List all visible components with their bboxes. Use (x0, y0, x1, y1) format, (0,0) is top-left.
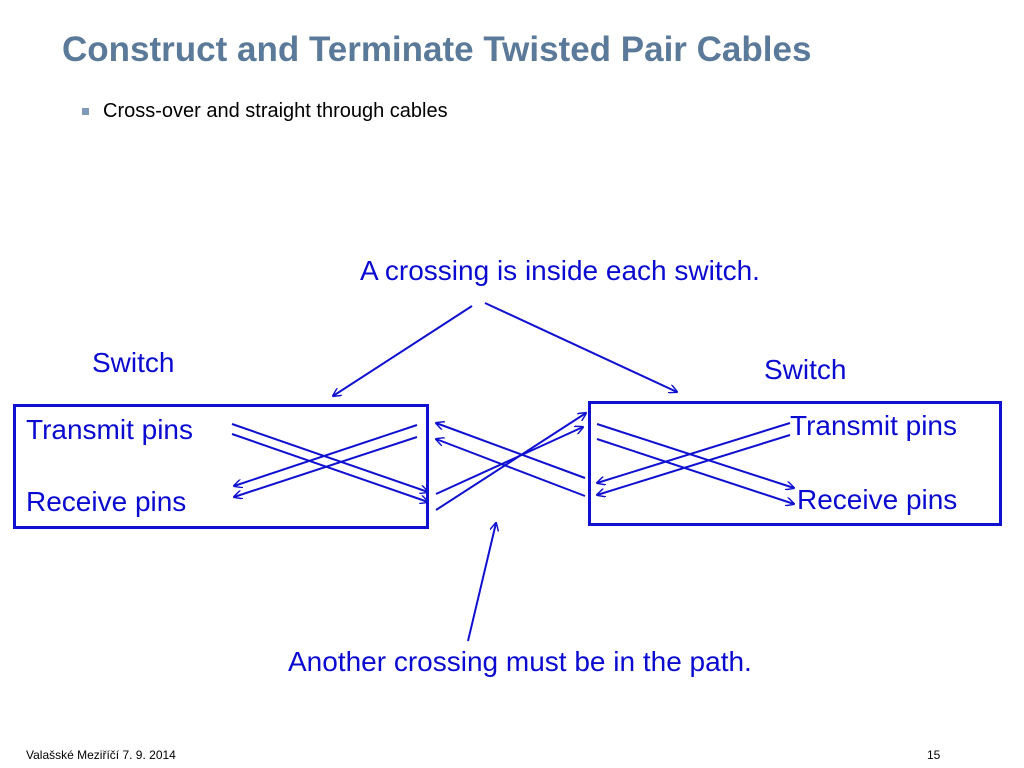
right-transmit-pins: Transmit pins (790, 410, 958, 441)
right-switch-box (588, 401, 1002, 526)
left-receive-pins: Receive pins (26, 486, 187, 517)
left-tx-line-1 (231, 423, 428, 492)
page-number: 15 (927, 748, 941, 762)
path-line-2 (435, 413, 586, 511)
left-tx-line-2 (231, 433, 428, 502)
arrow-to-path (467, 523, 496, 642)
bullet-item: Cross-over and straight through cables (82, 100, 448, 123)
bullet-text: Cross-over and straight through cables (103, 100, 448, 122)
right-switch-label: Switch (764, 354, 847, 385)
right-rx-line-1 (597, 422, 791, 483)
bottom-note: Another crossing must be in the path. (288, 646, 752, 677)
right-tx-line-1 (596, 423, 794, 488)
footer-location-date: Valašské Meziříčí 7. 9. 2014 (26, 748, 176, 762)
bullet-square-icon (82, 108, 89, 115)
right-tx-line-2 (596, 438, 794, 504)
top-note: A crossing is inside each switch. (360, 255, 760, 286)
path-line-3 (436, 423, 586, 479)
left-switch-label: Switch (92, 347, 175, 378)
right-receive-pins: Receive pins (797, 484, 958, 515)
left-rx-line-1 (234, 424, 418, 486)
left-switch-box (13, 404, 429, 529)
path-line-4 (436, 439, 586, 497)
left-rx-line-2 (234, 436, 418, 497)
arrow-to-right-switch (484, 302, 677, 392)
slide-title: Construct and Terminate Twisted Pair Cab… (62, 30, 812, 69)
arrow-to-left-switch (333, 305, 473, 396)
left-transmit-pins: Transmit pins (26, 414, 194, 445)
path-line-1 (435, 427, 583, 495)
right-rx-line-2 (597, 434, 791, 495)
